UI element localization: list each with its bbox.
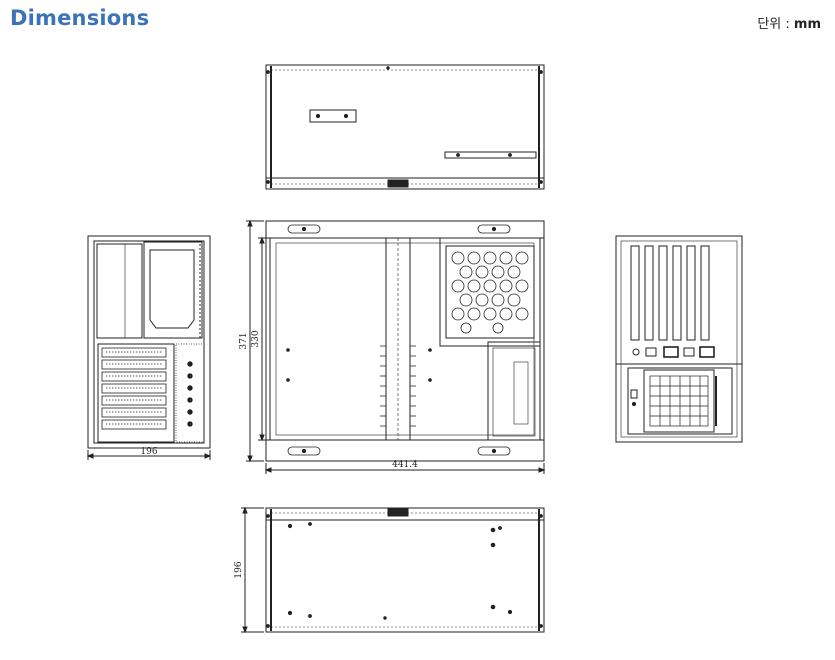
- front-view: [246, 219, 546, 474]
- left-side-view: [86, 235, 212, 460]
- unit-prefix: 단위 :: [757, 17, 794, 32]
- front-width-label: 441.4: [392, 460, 418, 470]
- bottom-view: [241, 506, 545, 634]
- page-title: Dimensions: [10, 6, 150, 30]
- side-width-label: 196: [140, 447, 157, 457]
- unit-value: mm: [793, 17, 821, 32]
- front-inner-height-label: 330: [251, 330, 261, 347]
- bottom-depth-label: 196: [234, 561, 244, 578]
- front-overall-height-label: 371: [239, 332, 249, 349]
- top-view: [265, 64, 545, 190]
- right-side-view: [615, 235, 743, 443]
- unit-label: 단위 : mm: [757, 13, 821, 32]
